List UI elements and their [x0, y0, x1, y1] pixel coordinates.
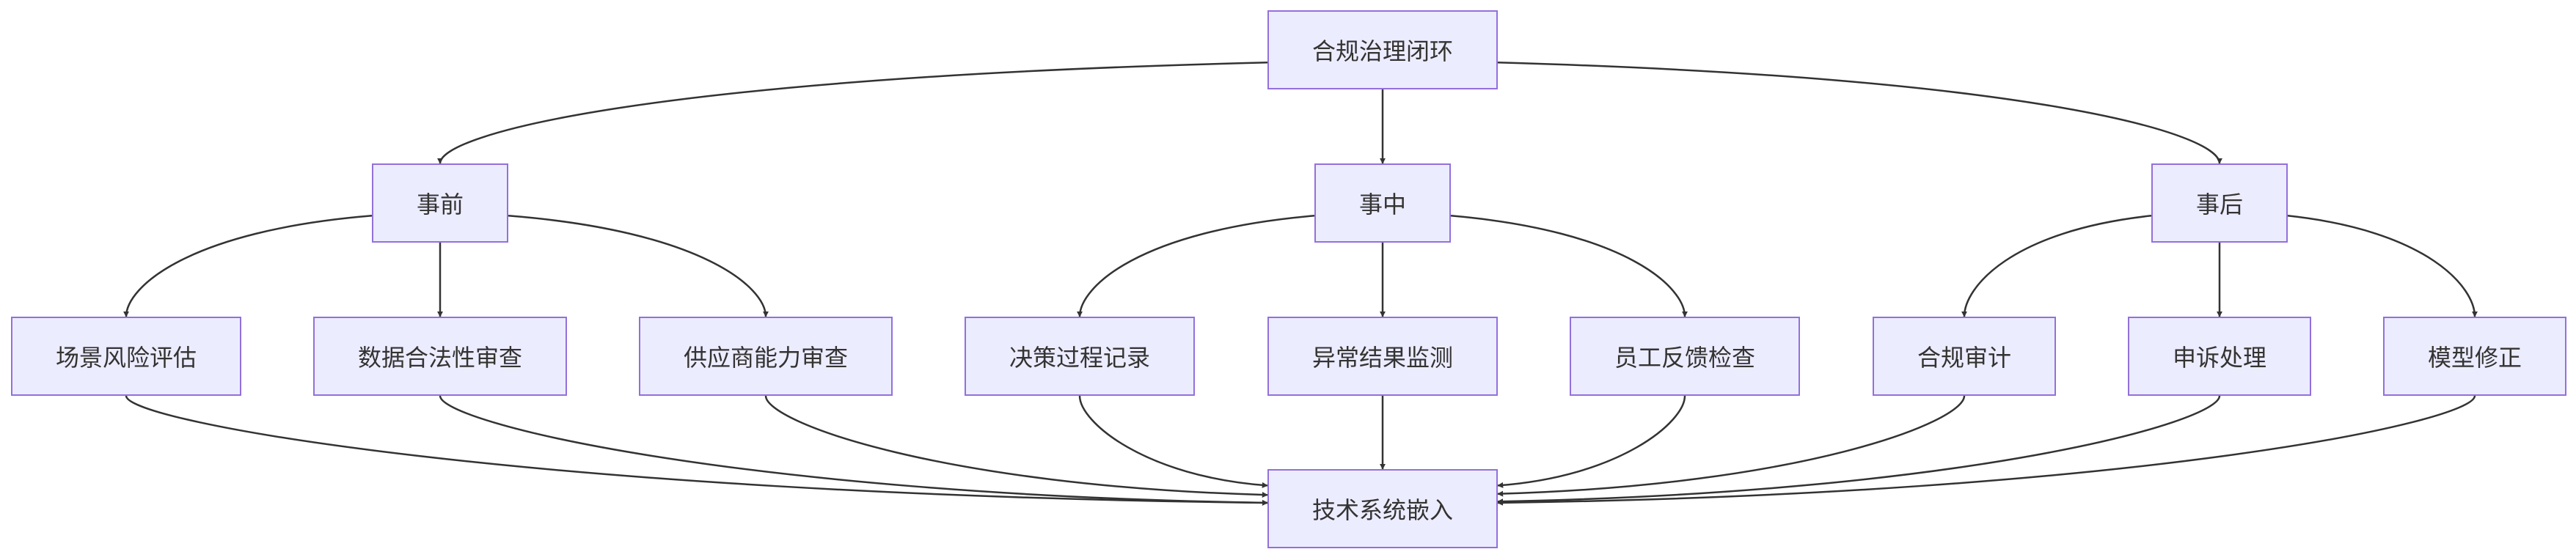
edge-root-to-after	[1497, 62, 2222, 164]
node-tech-embed: 技术系统嵌入	[1267, 469, 1498, 548]
edge-data_legality-to-tech_embed	[439, 395, 1268, 506]
edge-before-to-supplier_review	[508, 215, 769, 317]
edge-during-to-decision_log	[1077, 215, 1315, 317]
node-model-fix: 模型修正	[2383, 317, 2566, 396]
edge-before-to-scene_risk	[123, 215, 373, 317]
edge-supplier_review-to-tech_embed	[764, 395, 1268, 498]
edge-scene_risk-to-tech_embed	[125, 395, 1268, 506]
edge-after-to-model_fix	[2287, 215, 2478, 317]
edge-root-to-before	[437, 62, 1268, 164]
node-data-legality: 数据合法性审查	[313, 317, 567, 396]
edge-compliance_audit-to-tech_embed	[1497, 395, 1966, 497]
node-supplier-review: 供应商能力审查	[639, 317, 893, 396]
node-anomaly-monitor: 异常结果监测	[1267, 317, 1498, 396]
edge-staff_feedback-to-tech_embed	[1497, 395, 1686, 488]
edge-model_fix-to-tech_embed	[1497, 395, 2476, 506]
node-compliance-audit: 合规审计	[1873, 317, 2056, 396]
node-staff-feedback: 员工反馈检查	[1570, 317, 1800, 396]
edge-decision_log-to-tech_embed	[1078, 395, 1268, 488]
node-before: 事前	[372, 163, 508, 243]
edge-after-to-compliance_audit	[1961, 215, 2152, 317]
node-decision-log: 决策过程记录	[965, 317, 1195, 396]
node-after: 事后	[2151, 163, 2288, 243]
edge-appeal_handling-to-tech_embed	[1497, 395, 2221, 505]
node-scene-risk: 场景风险评估	[11, 317, 241, 396]
node-root: 合规治理闭环	[1267, 10, 1498, 89]
edge-during-to-staff_feedback	[1450, 215, 1688, 317]
node-during: 事中	[1314, 163, 1451, 243]
node-appeal-handling: 申诉处理	[2128, 317, 2311, 396]
